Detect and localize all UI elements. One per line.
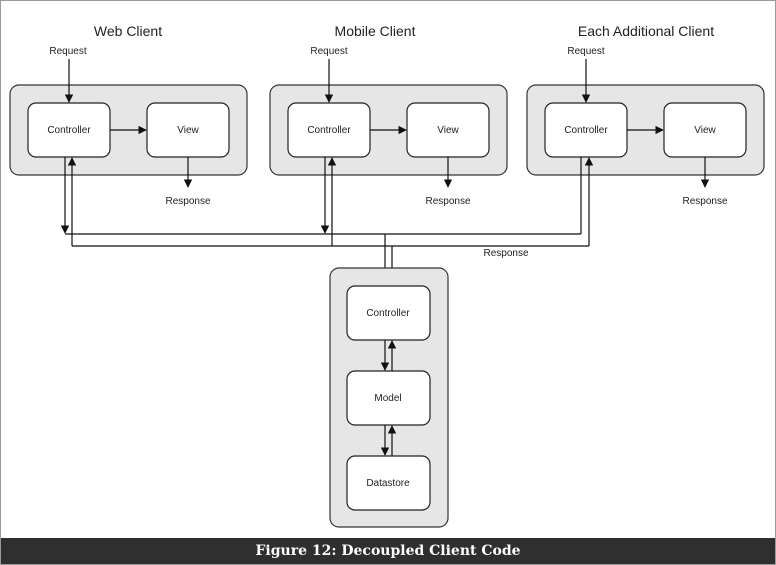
web-client-group: Web Client Request Controller View Respo…: [9, 23, 248, 207]
server-model-label: Model: [374, 393, 401, 404]
architecture-diagram: Web Client Request Controller View Respo…: [9, 23, 765, 528]
server-group: Controller Model Datastore: [329, 267, 449, 528]
additional-client-view-label: View: [694, 125, 716, 136]
mobile-client-request-label: Request: [310, 46, 347, 57]
mobile-client-controller-label: Controller: [307, 125, 351, 136]
mobile-client-view-label: View: [437, 125, 459, 136]
additional-client-group: Each Additional Client Request Controlle…: [526, 23, 765, 207]
additional-client-request-label: Request: [567, 46, 604, 57]
additional-client-title: Each Additional Client: [578, 23, 714, 39]
bus-response-label: Response: [483, 248, 528, 259]
mobile-client-group: Mobile Client Request Controller View Re…: [269, 23, 508, 207]
additional-client-response-label: Response: [682, 196, 727, 207]
server-controller-label: Controller: [366, 308, 410, 319]
server-model-box: [346, 370, 431, 426]
connection-bus: Response: [60, 157, 594, 286]
server-controller-box: [346, 285, 431, 341]
web-client-request-label: Request: [49, 46, 86, 57]
server-datastore-label: Datastore: [366, 478, 410, 489]
figure-caption: Figure 12: Decoupled Client Code: [1, 538, 775, 564]
web-client-response-label: Response: [165, 196, 210, 207]
additional-client-controller-label: Controller: [564, 125, 608, 136]
mobile-client-title: Mobile Client: [335, 23, 416, 39]
web-client-view-label: View: [177, 125, 199, 136]
server-datastore-box: [346, 455, 431, 511]
mobile-client-response-label: Response: [425, 196, 470, 207]
web-client-controller-label: Controller: [47, 125, 91, 136]
web-client-title: Web Client: [94, 23, 162, 39]
